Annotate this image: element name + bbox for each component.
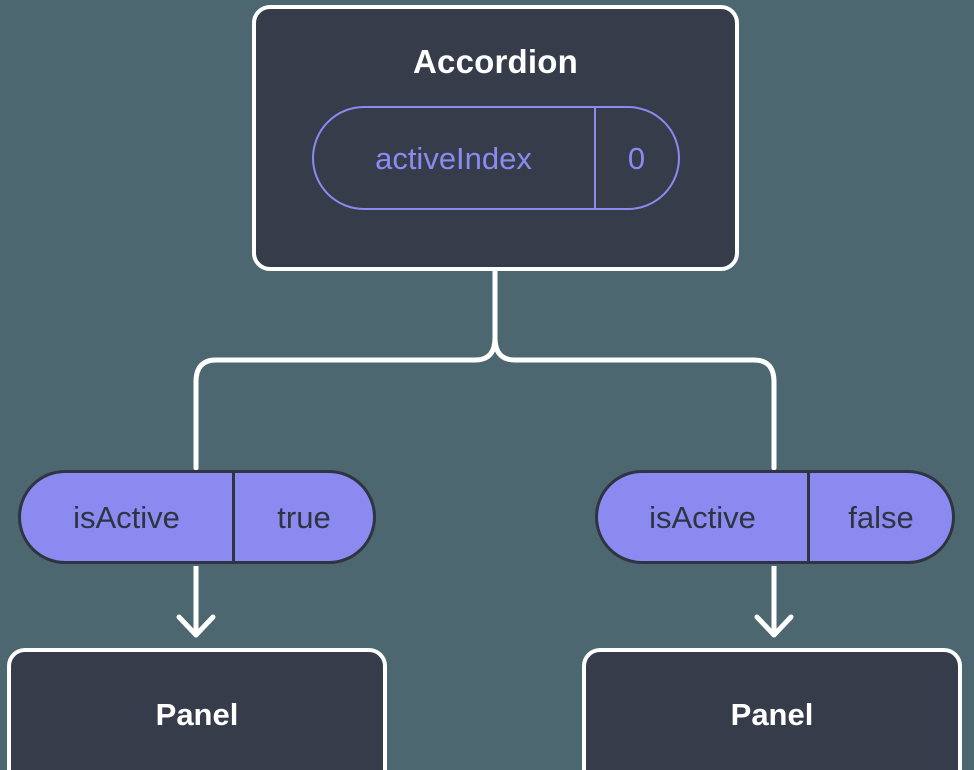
accordion-node-title: Accordion <box>413 43 578 80</box>
state-badge-value: 0 <box>593 108 678 208</box>
prop-badge-right-key: isActive <box>649 499 756 535</box>
prop-badge-left-value: true <box>232 473 373 561</box>
prop-badge-left-key: isActive <box>73 499 180 535</box>
panel-right-node[interactable]: Panel <box>582 648 962 770</box>
prop-badge-is-active-true[interactable]: isActive true <box>18 470 376 564</box>
prop-badge-right-value: false <box>807 473 952 561</box>
state-badge-active-index[interactable]: activeIndex 0 <box>311 106 680 210</box>
arrow-right-head <box>754 614 794 638</box>
arrow-left-head <box>176 614 216 638</box>
state-badge-key: activeIndex <box>375 140 532 176</box>
root-fork-connector-right <box>492 335 777 471</box>
prop-badge-is-active-false[interactable]: isActive false <box>595 470 955 564</box>
accordion-node[interactable]: Accordion activeIndex 0 <box>252 5 739 271</box>
root-fork-connector <box>193 268 498 471</box>
panel-left-title: Panel <box>155 696 239 732</box>
panel-right-title: Panel <box>730 696 814 732</box>
panel-left-node[interactable]: Panel <box>7 648 387 770</box>
